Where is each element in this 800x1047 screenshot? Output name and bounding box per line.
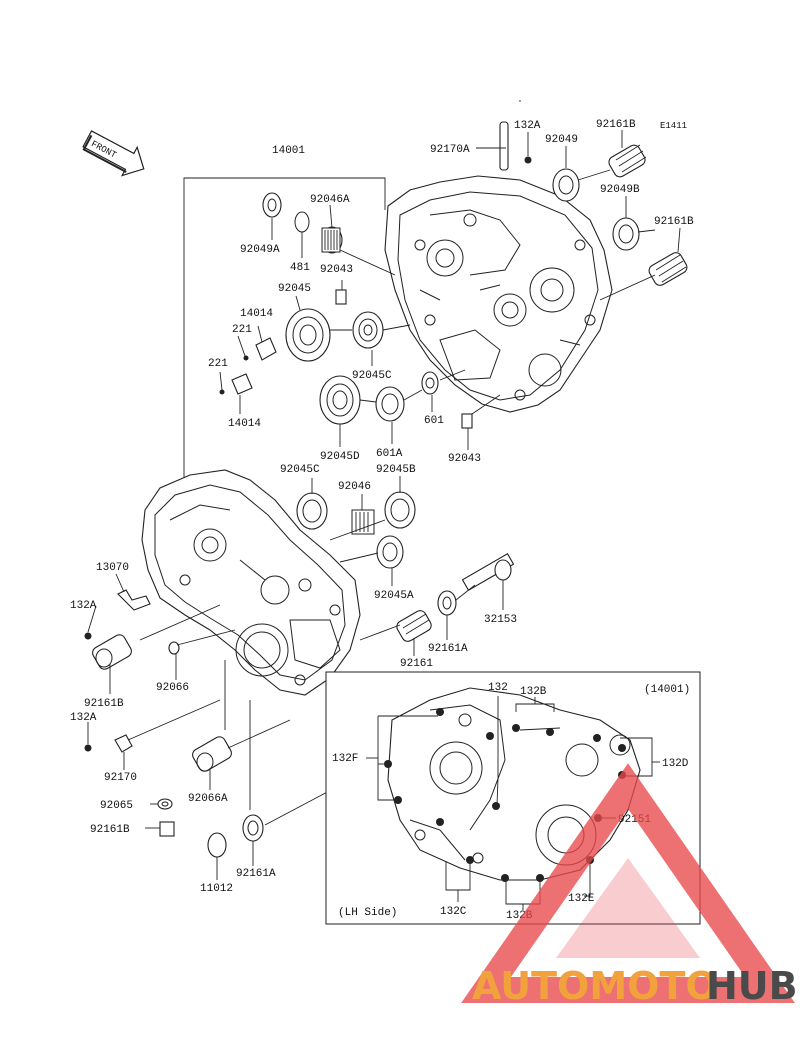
label-92045d: 92045D bbox=[320, 451, 360, 463]
part-labels: 14001 132A 92170A 92049 92161B 92049B 92… bbox=[70, 119, 694, 922]
label-132c: 132C bbox=[440, 906, 467, 918]
label-92065: 92065 bbox=[100, 800, 133, 812]
label-92161b-right: 92161B bbox=[654, 216, 694, 228]
label-92049: 92049 bbox=[545, 134, 578, 146]
inset-title: (14001) bbox=[644, 684, 690, 696]
label-132e: 132E bbox=[568, 893, 595, 905]
crankcase-right-half bbox=[384, 175, 613, 413]
label-92049b: 92049B bbox=[600, 184, 640, 196]
watermark-logo bbox=[461, 763, 795, 1003]
watermark-brand-b: HUB bbox=[706, 964, 798, 1008]
label-92045: 92045 bbox=[278, 283, 311, 295]
label-92043-top: 92043 bbox=[320, 264, 353, 276]
label-132b-top: 132B bbox=[520, 686, 547, 698]
label-92170a: 92170A bbox=[430, 144, 470, 156]
label-601a: 601A bbox=[376, 448, 403, 460]
label-221-bot: 221 bbox=[208, 358, 228, 370]
label-92170: 92170 bbox=[104, 772, 137, 784]
bracket-14001 bbox=[183, 177, 386, 485]
front-arrow-icon: FRONT bbox=[82, 130, 145, 177]
label-132a-bot: 132A bbox=[70, 712, 97, 724]
label-92046a: 92046A bbox=[310, 194, 350, 206]
label-32153: 32153 bbox=[484, 614, 517, 626]
label-132: 132 bbox=[488, 682, 508, 694]
label-92161a-mid: 92161A bbox=[428, 643, 468, 655]
crankcase-left-half bbox=[141, 469, 361, 696]
label-92066a: 92161B bbox=[90, 824, 130, 836]
label-92049a: 92049A bbox=[240, 244, 280, 256]
label-92161b-left: 92161B bbox=[84, 698, 124, 710]
watermark-brand-a: AUTOMOTO bbox=[472, 964, 718, 1008]
label-92066: 92066 bbox=[156, 682, 189, 694]
label-11012: 11012 bbox=[200, 883, 233, 895]
label-92161: 92161 bbox=[400, 658, 433, 670]
label-481: 481 bbox=[290, 262, 310, 274]
label-132a-mid: 132A bbox=[70, 600, 97, 612]
label-92045c-mid: 92045C bbox=[280, 464, 320, 476]
label-14014-top: 14014 bbox=[240, 308, 273, 320]
label-92045a: 92045A bbox=[374, 590, 414, 602]
label-14001: 14001 bbox=[272, 145, 305, 157]
label-132a-top: 132A bbox=[514, 120, 541, 132]
label-92046: 92046 bbox=[338, 481, 371, 493]
ref-code: E1411 bbox=[660, 121, 687, 131]
label-221-top: 221 bbox=[232, 324, 252, 336]
inset-side-label: (LH Side) bbox=[338, 907, 397, 919]
warning-triangle-icon bbox=[461, 763, 795, 1003]
label-92045c-top: 92045C bbox=[352, 370, 392, 382]
label-14014-bot: 14014 bbox=[228, 418, 261, 430]
label-601: 601 bbox=[424, 415, 444, 427]
label-13070: 13070 bbox=[96, 562, 129, 574]
label-92161b-bot: 92066A bbox=[188, 793, 228, 805]
label-92161b-top: 92161B bbox=[596, 119, 636, 131]
label-92043-bot: 92043 bbox=[448, 453, 481, 465]
watermark-text: AUTOMOTO HUB bbox=[472, 964, 798, 1008]
label-132d: 132D bbox=[662, 758, 689, 770]
label-132f: 132F bbox=[332, 753, 358, 765]
label-92045b: 92045B bbox=[376, 464, 416, 476]
parts-group bbox=[84, 121, 688, 858]
label-92161a-bot: 92161A bbox=[236, 868, 276, 880]
